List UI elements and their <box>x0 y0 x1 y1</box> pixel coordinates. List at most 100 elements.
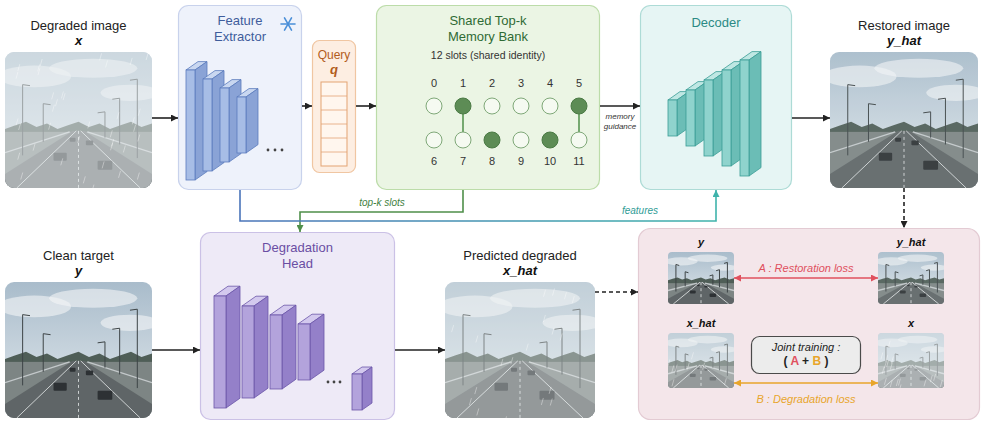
memory-slot <box>571 98 587 114</box>
encoder-layer <box>203 79 212 171</box>
slot-number: 10 <box>544 155 556 168</box>
thumbnail: x <box>878 333 944 388</box>
image-heading: Degraded imagex <box>0 18 182 49</box>
photo-rain <box>691 352 693 359</box>
image-heading: y <box>638 236 764 249</box>
photo-sky <box>445 282 595 418</box>
degradation-layer <box>352 374 362 410</box>
degradation-layer <box>214 296 226 408</box>
photo-rain <box>134 125 136 132</box>
memory-slot <box>513 98 529 114</box>
box-title: Query <box>312 48 356 62</box>
ellipsis-dot <box>333 381 336 384</box>
photo-lamp <box>130 309 137 310</box>
photo-rain <box>560 333 562 340</box>
text-run: ( <box>784 354 788 368</box>
photo-rain <box>888 341 890 348</box>
box-subtitle: 12 slots (shared identity) <box>376 49 600 62</box>
photo-haze <box>445 282 595 418</box>
memory-slot <box>513 132 529 148</box>
frozen-icon <box>281 18 295 30</box>
slot-number: 11 <box>573 155 584 168</box>
connector-label: B : Degradation loss <box>756 393 855 406</box>
slot-link <box>578 114 580 132</box>
degraded-image: Degraded imagex <box>5 52 152 188</box>
photo-rain <box>61 91 63 98</box>
photo-rain <box>117 112 119 119</box>
photo-car <box>98 391 113 400</box>
photo-rain <box>552 289 554 296</box>
photo-car <box>54 383 67 391</box>
loss-panel: y y_hat x_hatJoint training :( A + B ) x <box>638 228 980 420</box>
ellipsis-dot <box>339 381 342 384</box>
text-run: ) <box>824 354 828 368</box>
joint-training-box: Joint training :( A + B ) <box>751 336 861 374</box>
clean-image: Clean targety <box>5 282 152 418</box>
photo-rain <box>132 117 134 124</box>
image-caption: Predicted degraded <box>415 248 625 264</box>
connector-label: memory guidance <box>600 112 640 131</box>
box-subtitle: q <box>312 62 356 78</box>
query-cell-divider <box>321 96 347 97</box>
memory-slot <box>426 98 442 114</box>
photo-rain <box>52 92 54 99</box>
photo-rain <box>52 105 54 112</box>
box-title: Joint training : <box>772 341 840 354</box>
degradation-head-box: Degradation Head <box>200 232 395 420</box>
photo-rain <box>111 143 113 150</box>
photo-rain <box>550 399 552 406</box>
image-caption: x_hat <box>638 317 764 330</box>
thumbnail: y <box>668 252 734 304</box>
photo-rain <box>501 359 503 366</box>
image-heading: y_hat <box>848 236 974 249</box>
photo-rain <box>544 290 546 297</box>
photo-rain <box>61 158 63 165</box>
photo-rain <box>475 387 477 394</box>
text-run <box>821 354 824 368</box>
query-cell-divider <box>321 138 347 139</box>
image-caption: y_hat <box>848 236 974 249</box>
photo-sky <box>5 52 152 188</box>
memory-slot <box>426 132 442 148</box>
photo-cloud <box>49 289 137 308</box>
photo <box>830 52 978 188</box>
image-heading: Clean targety <box>0 248 182 279</box>
photo-rain <box>934 374 936 381</box>
photo-rain <box>138 134 140 141</box>
decoder-layer <box>686 90 695 146</box>
photo-lamp <box>716 270 719 271</box>
photo-haze <box>830 52 978 188</box>
photo-rain <box>40 59 42 66</box>
photo-rain <box>18 64 20 71</box>
query-vector <box>321 82 347 166</box>
feature-extractor-box: Feature Extractor <box>178 5 302 190</box>
slot-number: 6 <box>431 155 437 168</box>
box-title: Feature Extractor <box>200 13 280 44</box>
ellipsis-dot <box>274 149 277 152</box>
slot-number: 4 <box>547 77 553 90</box>
photo <box>878 333 944 388</box>
text-run: B <box>812 354 821 368</box>
encoder-layer <box>220 88 229 162</box>
ellipsis-dot <box>327 381 330 384</box>
top-k-connector <box>300 190 463 232</box>
photo-rain <box>672 379 674 386</box>
photo-lamp <box>724 262 727 263</box>
text-run: + <box>802 354 809 368</box>
photo-rain <box>100 53 102 60</box>
photo-haze <box>878 252 944 304</box>
decoder-layer <box>740 60 749 176</box>
image-heading: Predicted degradedx_hat <box>415 248 625 279</box>
slot-number: 5 <box>576 77 582 90</box>
photo-rain <box>526 344 528 351</box>
ellipsis-dot <box>267 149 270 152</box>
photo-rain <box>102 161 104 168</box>
image-caption: Clean target <box>0 248 182 264</box>
memory-guidance-arrow <box>600 105 640 107</box>
slot-number: 9 <box>518 155 524 168</box>
memory-slot <box>455 132 471 148</box>
photo-rain <box>541 398 543 405</box>
query-box-fill <box>313 41 356 173</box>
photo-rain <box>38 68 40 75</box>
